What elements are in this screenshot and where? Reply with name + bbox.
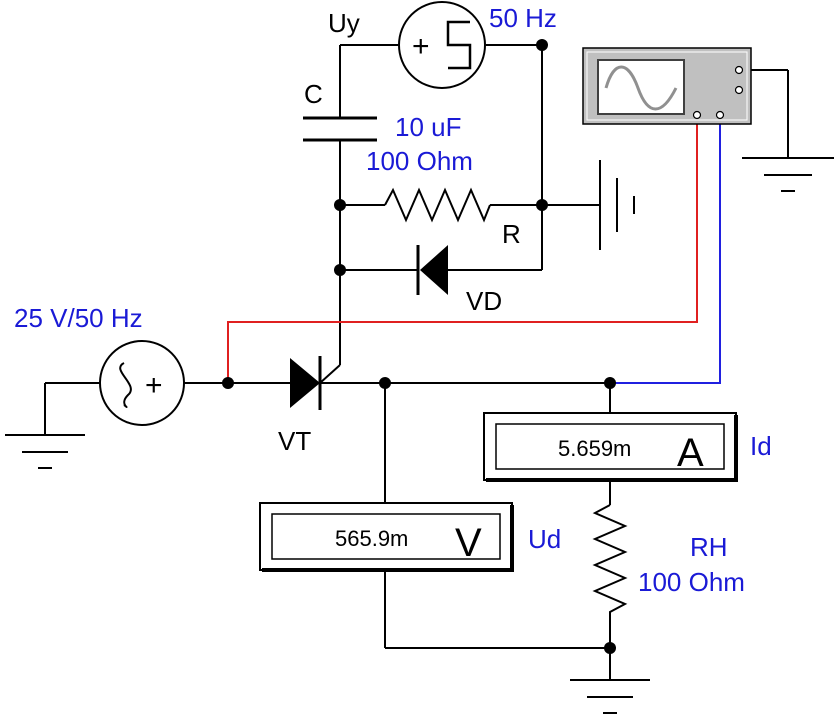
ac-voltage-source[interactable]: + xyxy=(99,340,185,426)
scope-channel-b-terminal[interactable] xyxy=(715,110,725,120)
voltmeter-reading: 565.9m xyxy=(335,526,408,551)
resistor-r-value: 100 Ohm xyxy=(366,146,473,176)
scope-channel-a-terminal[interactable] xyxy=(692,110,702,120)
capacitor-c[interactable] xyxy=(303,116,377,142)
svg-text:+: + xyxy=(412,30,430,63)
probe-wire-red xyxy=(227,120,698,383)
oscilloscope[interactable] xyxy=(582,47,752,125)
ud-label: Ud xyxy=(528,524,561,554)
ground-symbol-bottom xyxy=(570,679,650,714)
ammeter[interactable]: 5.659m A xyxy=(483,412,738,482)
oscilloscope-trace xyxy=(604,65,678,111)
resistor-r[interactable] xyxy=(384,187,491,223)
voltmeter-unit: V xyxy=(455,521,482,565)
thyristor-vt[interactable] xyxy=(290,356,322,410)
capacitor-label: C xyxy=(304,79,323,109)
scope-ground-terminal[interactable] xyxy=(734,65,744,75)
resistor-r-label: R xyxy=(502,219,521,249)
resistor-rh[interactable] xyxy=(592,504,628,620)
diode-label: VD xyxy=(466,286,502,316)
ammeter-reading: 5.659m xyxy=(558,436,631,461)
wires xyxy=(44,44,789,680)
uy-label: Uy xyxy=(328,8,360,38)
ammeter-unit: A xyxy=(677,431,704,475)
junction-nodes xyxy=(222,39,616,654)
voltmeter[interactable]: 565.9m V xyxy=(259,502,514,572)
scope-trigger-terminal[interactable] xyxy=(734,85,744,95)
diode-vd[interactable] xyxy=(416,245,448,295)
svg-text:+: + xyxy=(145,369,163,402)
rh-value: 100 Ohm xyxy=(638,567,745,597)
oscilloscope-screen xyxy=(597,59,685,115)
uy-square-source[interactable]: + xyxy=(398,1,486,89)
source-label: 25 V/50 Hz xyxy=(14,303,143,333)
ground-symbol-right xyxy=(599,160,635,250)
id-label: Id xyxy=(750,431,772,461)
capacitor-value: 10 uF xyxy=(395,112,462,142)
ground-symbol-scope xyxy=(742,157,834,192)
ground-symbol-source xyxy=(5,434,85,469)
probe-wire-blue xyxy=(610,120,721,384)
uy-frequency: 50 Hz xyxy=(489,3,557,33)
rh-label: RH xyxy=(690,532,728,562)
thyristor-label: VT xyxy=(278,426,311,456)
